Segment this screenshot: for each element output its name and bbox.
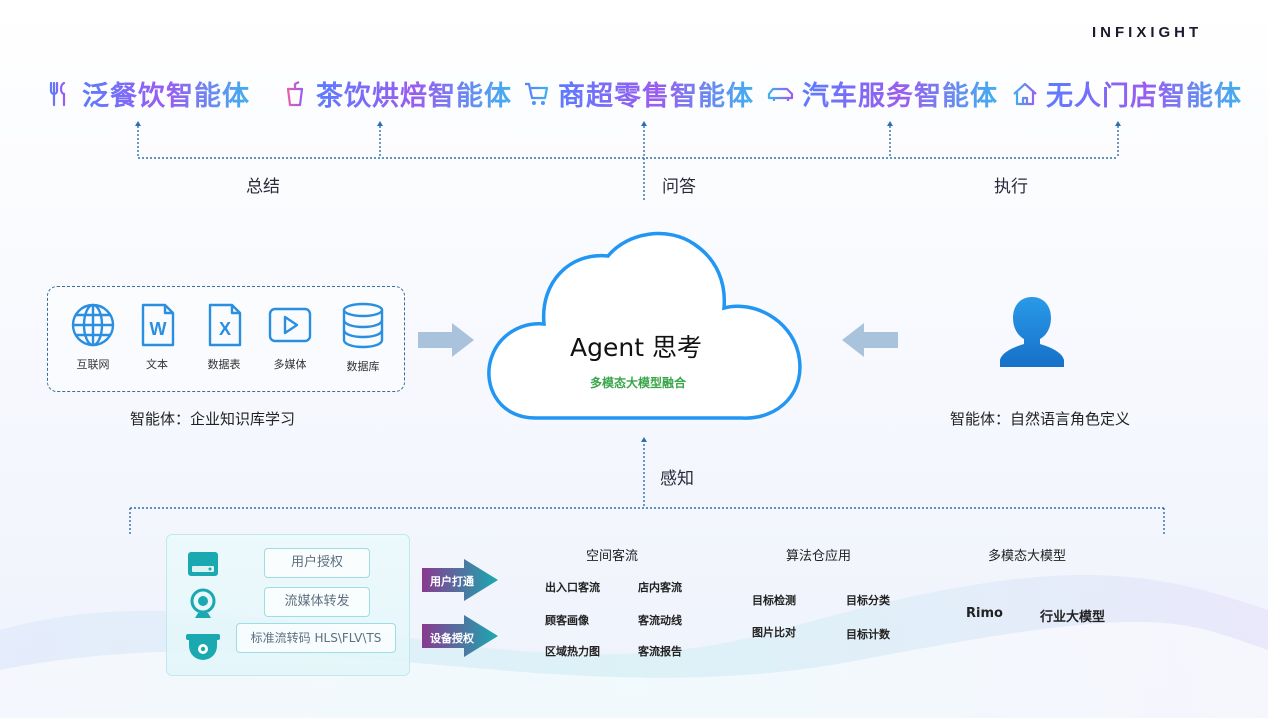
agent-item-unmanned-store[interactable]: 无人门店智能体 [1010,74,1242,113]
source-text[interactable]: W 文本 [127,302,187,372]
source-database[interactable]: 数据库 [333,302,393,374]
flow-label-perceive: 感知 [660,469,694,489]
user-link-label: 用户打通 [430,575,474,588]
cell-industry-model: 行业大模型 [1040,610,1106,625]
user-authorization-pill: 用户授权 [264,548,370,578]
column-title-space-traffic: 空间客流 [586,549,639,564]
column-title-multimodal: 多模态大模型 [988,549,1067,564]
stream-forwarding-pill: 流媒体转发 [264,587,370,617]
webcam-icon [190,588,216,618]
cloud-title: Agent 思考 [570,333,702,362]
database-icon [342,302,384,349]
user-link-arrow [422,559,498,601]
excel-document-icon: X [208,303,242,347]
device-auth-arrow [422,615,498,657]
cell: 出入口客流 [545,581,600,594]
knowledge-caption: 智能体：企业知识库学习 [130,410,296,428]
agent-item-auto-service[interactable]: 汽车服务智能体 [766,74,998,113]
house-icon [1013,82,1037,105]
flow-label-summary: 总结 [246,177,280,197]
source-spreadsheet[interactable]: X 数据表 [194,302,254,372]
person-avatar-icon [1000,297,1064,367]
cell: 图片比对 [752,626,796,639]
brand-logo: INFIXIGHT [1092,24,1203,41]
car-icon [767,87,794,101]
cell: 店内客流 [638,581,682,594]
source-label: 数据库 [346,360,380,373]
cell-rimo: Rimo [966,606,1003,621]
source-internet[interactable]: 互联网 [63,302,123,372]
svg-text:X: X [219,319,231,339]
source-label: 多媒体 [273,358,307,371]
agent-label: 无人门店智能体 [1046,74,1242,113]
cell: 顾客画像 [545,614,589,627]
agent-label: 茶饮烘焙智能体 [316,74,512,113]
source-label: 数据表 [207,358,241,371]
flow-label-execute: 执行 [994,177,1028,197]
utensils-icon [49,81,66,106]
agent-label: 汽车服务智能体 [802,74,998,113]
cell: 目标检测 [752,594,796,607]
cell: 目标计数 [846,628,890,641]
cell: 客流报告 [638,645,682,658]
agent-item-retail[interactable]: 商超零售智能体 [522,74,754,113]
persona-caption: 智能体：自然语言角色定义 [950,410,1131,428]
drink-cup-icon [286,80,304,106]
source-multimedia[interactable]: 多媒体 [260,302,320,372]
word-document-icon: W [141,303,175,347]
flow-label-qa: 问答 [662,177,696,197]
stream-transcode-pill: 标准流转码 HLS\FLV\TS [236,623,396,653]
source-label: 文本 [146,358,168,371]
cell: 区域热力图 [545,645,600,658]
cell: 目标分类 [846,594,890,607]
device-auth-label: 设备授权 [430,632,474,645]
dome-camera-icon [186,634,220,660]
globe-icon [71,303,115,347]
storage-device-icon [188,552,218,576]
shopping-cart-icon [525,82,549,105]
source-label: 互联网 [76,358,110,371]
video-play-icon [268,307,312,343]
column-title-algorithm: 算法仓应用 [786,549,852,564]
cloud-subtitle: 多模态大模型融合 [590,376,687,390]
cell: 客流动线 [638,614,682,627]
agent-label: 商超零售智能体 [558,74,754,113]
agent-item-catering[interactable]: 泛餐饮智能体 [44,74,250,113]
svg-text:W: W [150,319,167,339]
agent-label: 泛餐饮智能体 [82,74,250,113]
agent-item-tea-bakery[interactable]: 茶饮烘焙智能体 [280,74,512,113]
left-arrow [842,323,898,357]
cloud-shape [487,231,802,420]
right-arrow [418,323,474,357]
